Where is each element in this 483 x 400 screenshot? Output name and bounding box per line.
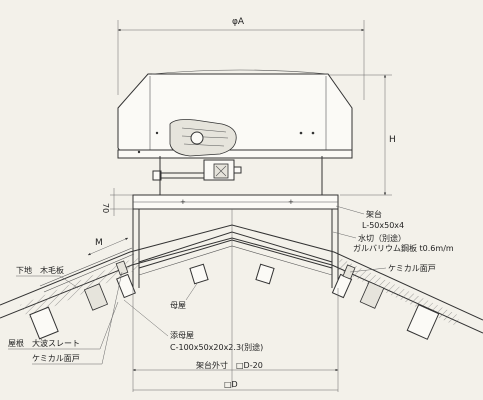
- flashing-label: 水切（別途）: [358, 233, 406, 243]
- m-label: M: [95, 238, 103, 248]
- svg-text:+: +: [288, 198, 294, 206]
- frame-base: + +: [132, 194, 339, 388]
- dimension-70: 70: [101, 188, 133, 216]
- frame-spec-label: L-50x50x4: [362, 221, 404, 230]
- annotations: 架台 L-50x50x4 水切（別途） ガルバリウム鋼板 t0.6m/m ケミカ…: [8, 205, 454, 365]
- dimension-d: 架台外寸 □D-20 □D: [132, 288, 339, 392]
- d-label: □D: [224, 380, 238, 389]
- h-label: H: [389, 135, 396, 145]
- base-board-label: 下地 木毛板: [16, 265, 64, 275]
- flashing-spec-label: ガルバリウム鋼板 t0.6m/m: [353, 243, 454, 253]
- main-purlin-label: 母屋: [170, 301, 186, 310]
- phi-a-label: φA: [232, 17, 245, 27]
- roof-section: [0, 224, 483, 340]
- ventilator-head: [117, 69, 353, 195]
- dim-70-label: 70: [101, 203, 110, 213]
- dimension-phi-a: φA: [117, 17, 365, 100]
- sub-purlin-spec-label: C-100x50x20x2.3(別途): [170, 342, 263, 352]
- dimension-m: M: [87, 237, 129, 256]
- kemical-right-label: ケミカル面戸: [388, 264, 436, 273]
- frame-label: 架台: [366, 209, 382, 219]
- d-minus-20-label: 架台外寸 □D-20: [196, 360, 263, 370]
- roof-label: 屋根 大波スレート: [8, 338, 80, 348]
- kemical-left-label: ケミカル面戸: [32, 354, 80, 363]
- sub-purlin-label: 添母屋: [170, 331, 194, 340]
- svg-text:+: +: [180, 198, 186, 206]
